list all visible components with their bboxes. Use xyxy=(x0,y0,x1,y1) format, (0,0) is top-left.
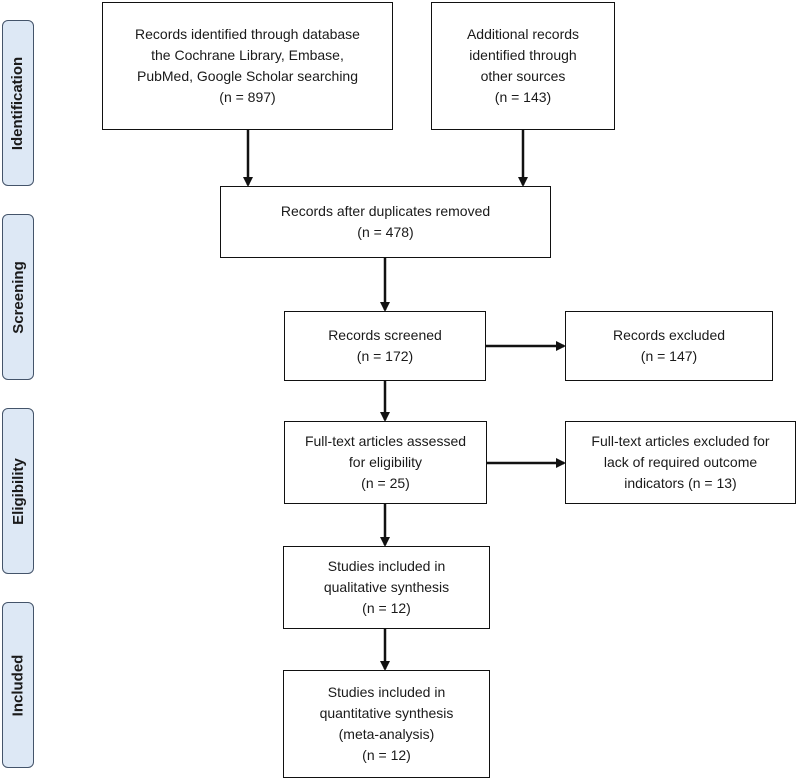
box-count: (n = 172) xyxy=(356,348,414,364)
box-line: Records identified through database xyxy=(135,26,360,42)
box-line: quantitative synthesis xyxy=(319,705,454,721)
box-line: for eligibility xyxy=(348,454,423,470)
stage-identification-tab: Identification xyxy=(2,20,34,186)
box-line: identified through xyxy=(469,47,577,63)
qualitative-synthesis-box: Studies included in qualitative synthesi… xyxy=(283,546,490,629)
duplicates-removed-box: Records after duplicates removed (n = 47… xyxy=(220,186,551,258)
stage-eligibility-tab: Eligibility xyxy=(2,408,34,574)
box-line: Studies included in xyxy=(327,684,446,700)
additional-records-box: Additional records identified through ot… xyxy=(431,2,615,130)
box-line: lack of required outcome xyxy=(603,454,758,470)
box-line: Records excluded xyxy=(612,327,726,343)
fulltext-assessed-box: Full-text articles assessed for eligibil… xyxy=(284,421,487,504)
box-line: Records screened xyxy=(328,327,442,343)
box-count: (n = 25) xyxy=(361,475,410,491)
box-count: (n = 147) xyxy=(640,348,698,364)
box-count: (n = 897) xyxy=(219,89,276,105)
records-screened-box: Records screened (n = 172) xyxy=(284,311,486,381)
stage-included-label: Included xyxy=(9,654,27,716)
box-line: Records after duplicates removed xyxy=(280,203,491,219)
box-line: Additional records xyxy=(466,26,580,42)
stage-identification-label: Identification xyxy=(9,56,27,150)
stage-screening-label: Screening xyxy=(9,260,27,334)
box-line: qualitative synthesis xyxy=(323,579,450,595)
box-line: the Cochrane Library, Embase, xyxy=(151,47,344,63)
box-count: (n = 12) xyxy=(362,747,411,763)
box-line: PubMed, Google Scholar searching xyxy=(136,68,359,84)
box-count: (n = 143) xyxy=(494,89,552,105)
stage-eligibility-label: Eligibility xyxy=(9,457,27,525)
stage-screening-tab: Screening xyxy=(2,214,34,380)
box-line: indicators (n = 13) xyxy=(624,475,737,491)
box-count: (n = 478) xyxy=(357,224,414,240)
box-line: Full-text articles assessed xyxy=(304,433,467,449)
box-line: Studies included in xyxy=(327,558,446,574)
fulltext-excluded-box: Full-text articles excluded for lack of … xyxy=(565,421,796,504)
box-line: other sources xyxy=(480,68,566,84)
database-records-box: Records identified through database the … xyxy=(102,2,393,130)
stage-included-tab: Included xyxy=(2,602,34,768)
box-line: (meta-analysis) xyxy=(338,726,435,742)
quantitative-synthesis-box: Studies included in quantitative synthes… xyxy=(283,670,490,778)
box-line: Full-text articles excluded for xyxy=(591,433,770,449)
records-excluded-box: Records excluded (n = 147) xyxy=(565,311,773,381)
box-count: (n = 12) xyxy=(362,600,411,616)
